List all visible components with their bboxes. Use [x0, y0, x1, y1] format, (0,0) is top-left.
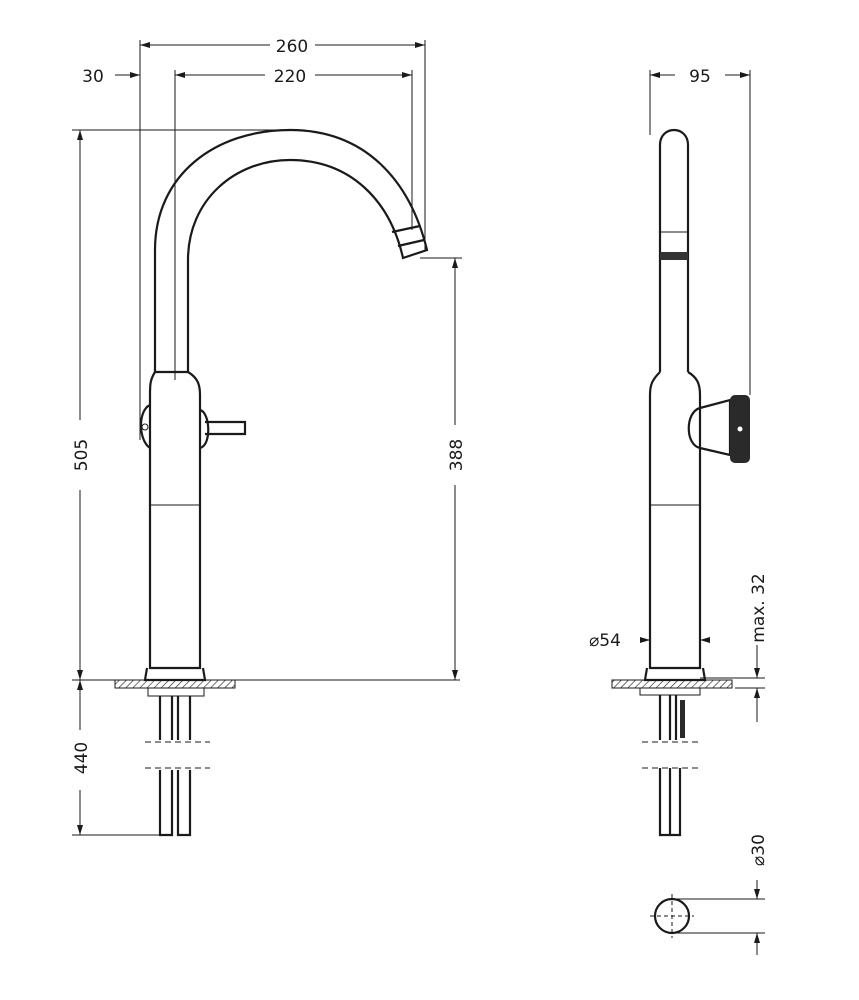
body-side [648, 371, 702, 670]
dim-spout-height: 388 [447, 439, 467, 471]
dim-below-counter: 440 [72, 742, 92, 774]
dim-hole-diameter: ⌀30 [749, 834, 769, 866]
side-view: 95 ⌀54 max. 32 ⌀30 [589, 67, 769, 955]
dim-max-counter: max. 32 [749, 573, 769, 642]
body [148, 370, 202, 670]
knob [687, 398, 732, 457]
lever-handle [199, 408, 247, 450]
dim-base-diameter: ⌀54 [589, 631, 621, 651]
dim-overall-reach: 260 [276, 37, 308, 57]
supply-hoses [158, 696, 192, 837]
front-view: 260 220 30 505 440 388 [72, 37, 467, 837]
dim-spout-reach: 220 [274, 67, 306, 87]
aerator [391, 224, 425, 248]
spout [153, 128, 429, 372]
dim-depth: 95 [689, 67, 711, 87]
dim-offset: 30 [82, 67, 104, 87]
dim-total-height: 505 [72, 439, 92, 471]
spout-side [658, 129, 690, 372]
